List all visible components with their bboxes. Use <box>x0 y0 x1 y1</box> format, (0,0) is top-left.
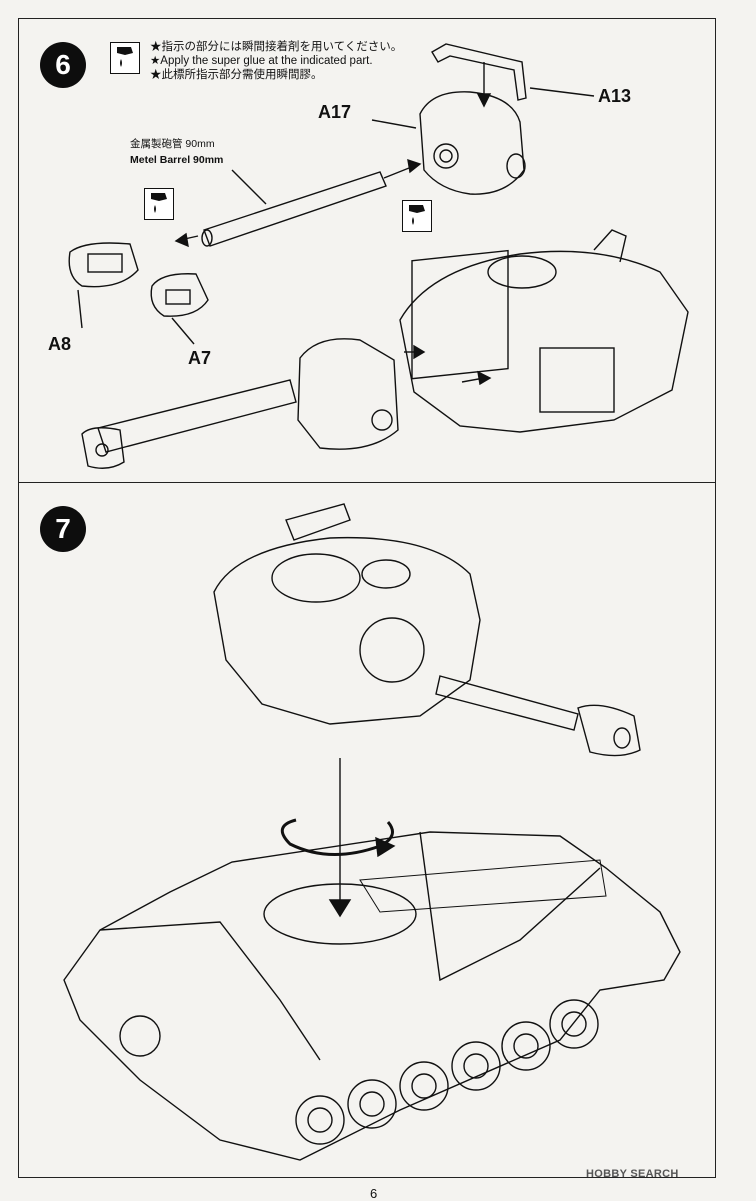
note-en: ★Apply the super glue at the indicated p… <box>150 55 373 67</box>
note-jp: ★指示の部分には瞬間接着剤を用いてください。 <box>150 41 403 53</box>
glue-icon <box>144 188 174 220</box>
barrel-label-en: Metel Barrel 90mm <box>130 154 224 166</box>
part-label-a8: A8 <box>48 334 72 354</box>
instruction-frame <box>18 18 716 1178</box>
step-7-badge: 7 <box>40 506 86 552</box>
step-divider <box>18 482 716 483</box>
watermark: HOBBY SEARCH <box>586 1168 679 1180</box>
part-a13-handle <box>431 43 527 101</box>
barrel-label-jp: 金属製砲管 90mm <box>130 138 215 150</box>
part-label-a17: A17 <box>318 102 352 122</box>
part-label-a7: A7 <box>188 348 212 368</box>
part-a7 <box>150 273 209 317</box>
metal-barrel <box>203 171 387 247</box>
rotation-arrow <box>375 836 396 858</box>
turret-step6 <box>399 250 689 433</box>
glue-icon <box>110 42 140 74</box>
glue-icon <box>402 200 432 232</box>
part-label-a13: A13 <box>598 86 632 106</box>
part-a8-muzzle <box>68 242 139 288</box>
glue-instructions: ★指示の部分には瞬間接着剤を用いてください。 ★Apply the super … <box>150 40 402 82</box>
turret-step7 <box>213 536 481 725</box>
part-a17-mantlet <box>419 91 525 195</box>
step-6-badge: 6 <box>40 42 86 88</box>
page-number: 6 <box>370 1186 378 1201</box>
tank-hull <box>63 831 681 1161</box>
note-zh: ★此標所指示部分需使用瞬間膠。 <box>150 69 323 81</box>
